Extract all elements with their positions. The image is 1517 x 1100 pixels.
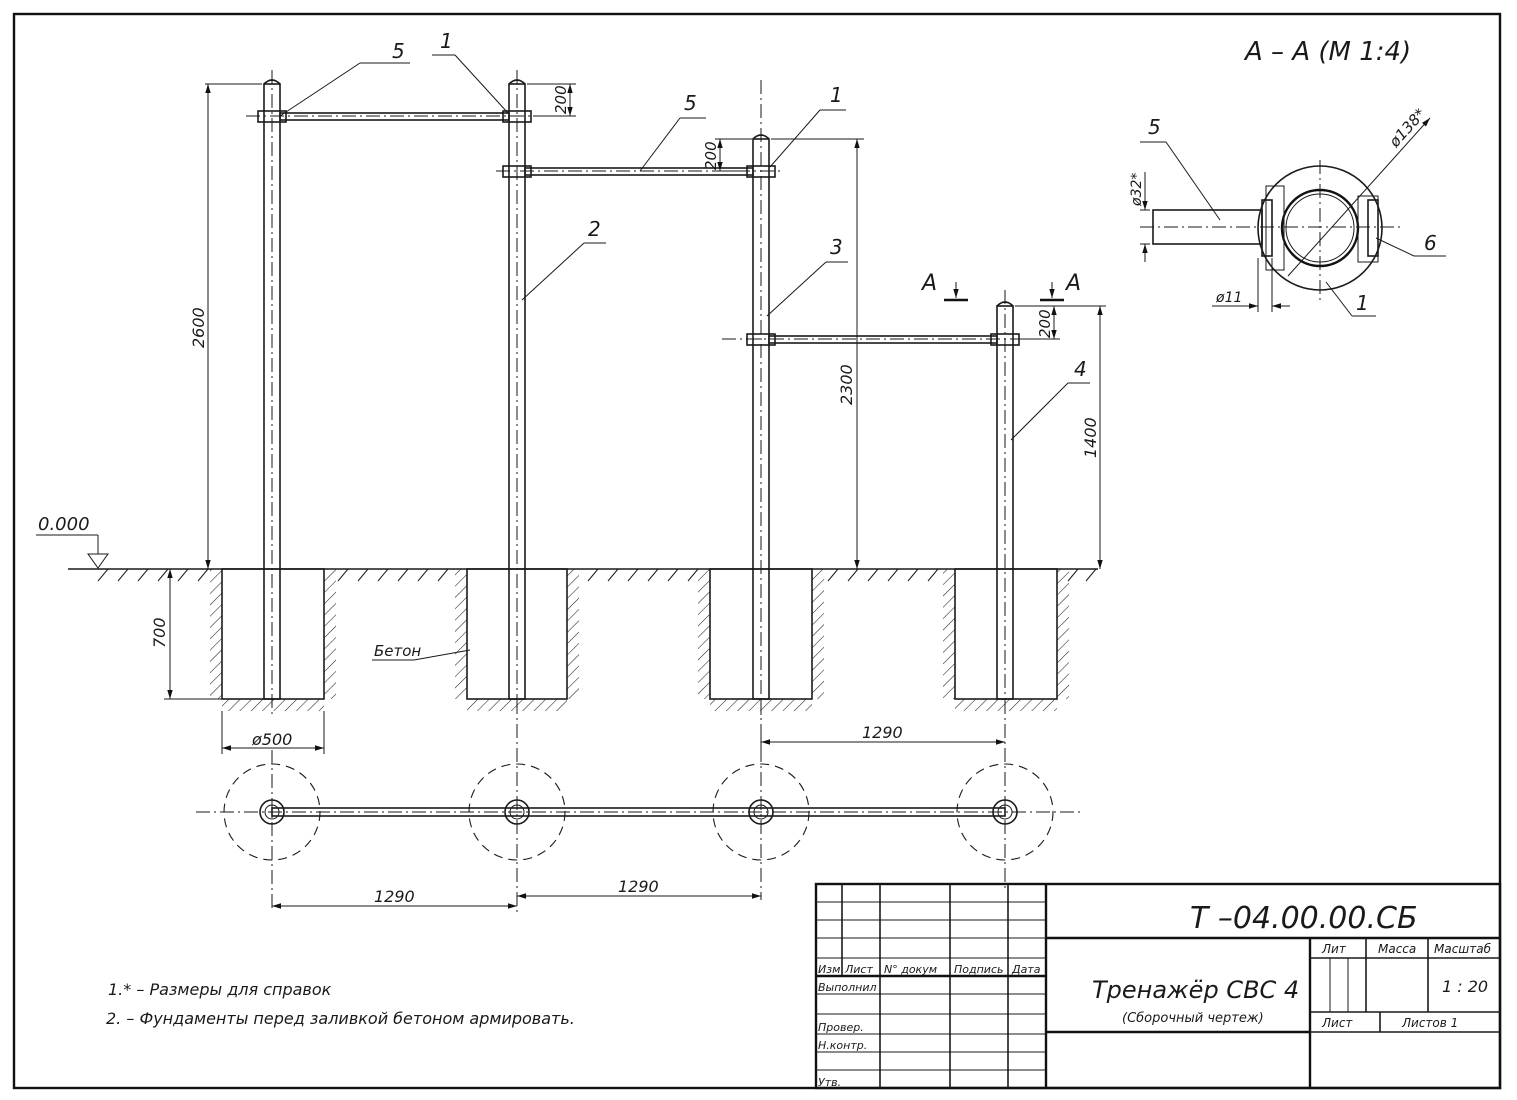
note-1: 1.* – Размеры для справок <box>108 980 332 999</box>
dimension-1290-left: 1290 <box>272 887 517 909</box>
note-2: 2. – Фундаменты перед заливкой бетоном а… <box>106 1009 575 1028</box>
dimension-1290-top: 1290 <box>760 723 1005 748</box>
dimension-dia500-text: ø500 <box>251 730 292 749</box>
post-1 <box>263 70 281 715</box>
dimension-1290-mid-text: 1290 <box>618 877 659 896</box>
level-mark: 0.000 <box>36 514 109 569</box>
leader-3: 3 <box>830 235 843 259</box>
plan-foundation-2 <box>468 700 566 912</box>
section-title: А – А (М 1:4) <box>1243 37 1411 67</box>
notes: 1.* – Размеры для справок 2. – Фундамент… <box>106 980 575 1028</box>
dimension-200-a-text: 200 <box>552 85 570 114</box>
plan-foundation-1 <box>223 750 321 912</box>
dimension-dia500: ø500 <box>221 711 325 754</box>
sheet-frame <box>12 12 1502 1090</box>
dimension-700: 700 <box>150 569 222 700</box>
leader-4: 4 <box>1074 357 1087 381</box>
row-prover: Провер. <box>818 1021 864 1034</box>
col-sign: Подпись <box>954 963 1003 976</box>
posts <box>263 70 1014 715</box>
dimension-200-b-text: 200 <box>702 141 720 170</box>
section-mark-right: А <box>1064 271 1081 296</box>
row-vypolnil: Выполнил <box>818 981 877 994</box>
crossbars <box>246 110 1030 346</box>
dimension-1290-left-text: 1290 <box>374 887 415 906</box>
row-nkontr: Н.контр. <box>818 1039 867 1052</box>
foundation-2 <box>455 568 579 711</box>
row-utv: Утв. <box>818 1076 841 1089</box>
col-doc: N° докум <box>884 963 937 976</box>
scale-value: 1 : 20 <box>1442 977 1488 996</box>
section-leader-5: 5 <box>1148 115 1161 139</box>
dimension-2600: 2600 <box>189 83 262 570</box>
crossbar-1 <box>246 110 543 123</box>
dimension-1290-top-text: 1290 <box>862 723 903 742</box>
concrete-label: Бетон <box>374 642 421 660</box>
level-mark-text: 0.000 <box>38 514 90 535</box>
sheet-label: Лист <box>1321 1016 1353 1030</box>
leader-1-mid: 1 <box>830 83 843 107</box>
position-leaders: 5 1 5 1 2 3 4 Бетон <box>279 29 1090 661</box>
massa-label: Масса <box>1378 942 1416 956</box>
sheets-label: Листов 1 <box>1401 1016 1458 1030</box>
post-4 <box>996 290 1014 715</box>
foundation-1 <box>210 568 336 711</box>
section-leader-6: 6 <box>1424 231 1437 255</box>
section-a-a: А – А (М 1:4) ø138* ø32* ø11 5 6 1 <box>1129 37 1446 317</box>
dimension-dia11-text: ø11 <box>1215 290 1242 306</box>
dimension-2300: 2300 <box>771 138 864 569</box>
designation: Т –04.00.00.СБ <box>1190 901 1418 936</box>
dimension-2300-text: 2300 <box>837 364 856 405</box>
plan-view <box>196 700 1080 912</box>
section-leader-1: 1 <box>1356 291 1369 315</box>
plan-foundation-3 <box>712 700 810 900</box>
dimension-2600-text: 2600 <box>189 307 208 348</box>
dimension-200-c-text: 200 <box>1036 309 1054 338</box>
crossbar-3 <box>722 333 1030 346</box>
leader-1-top: 1 <box>440 29 453 53</box>
col-izm: Изм <box>818 963 840 976</box>
title-block: Изм Лист N° докум Подпись Дата Выполнил … <box>814 882 1502 1090</box>
dimension-dia138-text: ø138* <box>1385 105 1430 152</box>
plan-foundation-4 <box>956 700 1054 890</box>
product-name: Тренажёр СВС 4 <box>1092 976 1299 1004</box>
leader-2: 2 <box>588 217 601 241</box>
foundations <box>210 568 1069 711</box>
dimension-1400: 1400 <box>1015 305 1106 569</box>
dimension-1400-text: 1400 <box>1081 417 1100 458</box>
lit-label: Лит <box>1321 942 1347 956</box>
dimension-1290-mid: 1290 <box>517 877 761 899</box>
section-mark-left: А <box>920 271 937 296</box>
foundation-4 <box>943 568 1069 711</box>
section-marks: А А <box>920 271 1081 302</box>
dimension-dia32-text: ø32* <box>1129 173 1145 207</box>
leader-5-top: 5 <box>392 39 405 63</box>
dimension-700-text: 700 <box>150 617 169 648</box>
dimension-200-a: 200 <box>527 83 576 117</box>
dimension-200-b: 200 <box>702 138 752 172</box>
col-list: Лист <box>844 963 873 976</box>
product-subtitle: (Сборочный чертеж) <box>1122 1011 1264 1026</box>
dimension-200-c: 200 <box>1015 306 1060 340</box>
post-3 <box>752 80 770 715</box>
col-date: Дата <box>1011 963 1041 976</box>
masshtab-label: Масштаб <box>1434 942 1492 956</box>
leader-5-mid: 5 <box>684 91 697 115</box>
